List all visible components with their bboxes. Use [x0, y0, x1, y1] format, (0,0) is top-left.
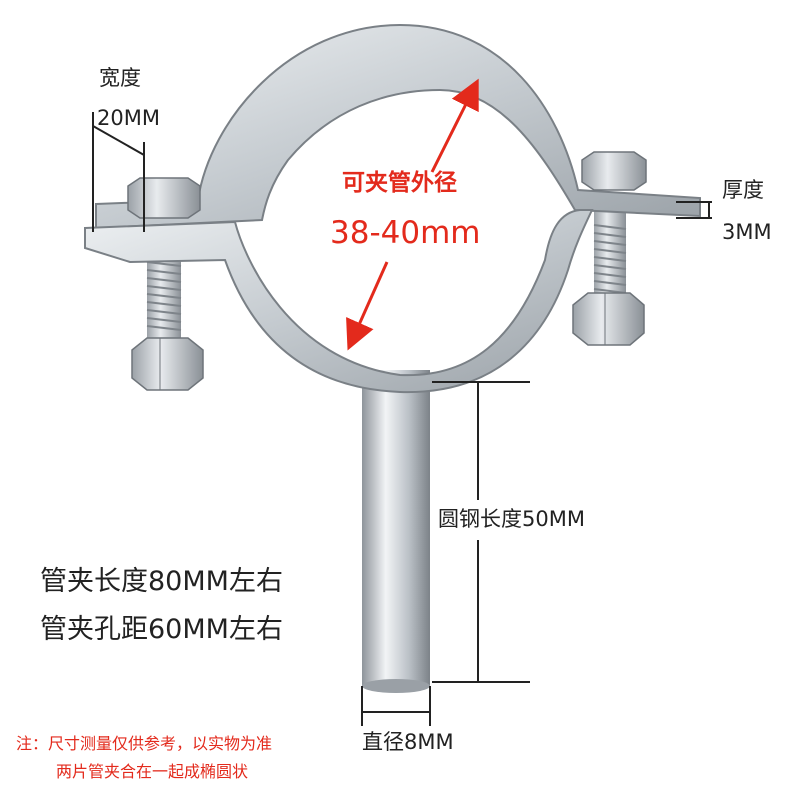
rod-length-label: 圆钢长度50MM: [438, 507, 585, 531]
diameter-label: 直径8MM: [362, 730, 454, 754]
dimension-lines: [92, 112, 712, 726]
clamp-length-label: 管夹长度80MM左右: [40, 566, 283, 597]
thickness-label: 厚度: [722, 178, 764, 202]
clamp-band: [84, 23, 701, 394]
hole-spacing-label: 管夹孔距60MM左右: [40, 614, 283, 645]
diameter-arrows: [346, 78, 479, 351]
round-rod: [362, 370, 430, 693]
clamp-od-value: 38-40mm: [330, 215, 481, 251]
clamp-od-label: 可夹管外径: [342, 170, 457, 196]
width-value: 20MM: [97, 106, 160, 130]
note-line-2: 两片管夹合在一起成椭圆状: [56, 762, 249, 781]
width-label: 宽度: [99, 66, 141, 90]
left-bolt: [131, 232, 204, 391]
thickness-value: 3MM: [722, 220, 772, 244]
right-bolt: [572, 210, 645, 346]
note-line-1: 注：尺寸测量仅供参考，以实物为准: [16, 734, 273, 753]
